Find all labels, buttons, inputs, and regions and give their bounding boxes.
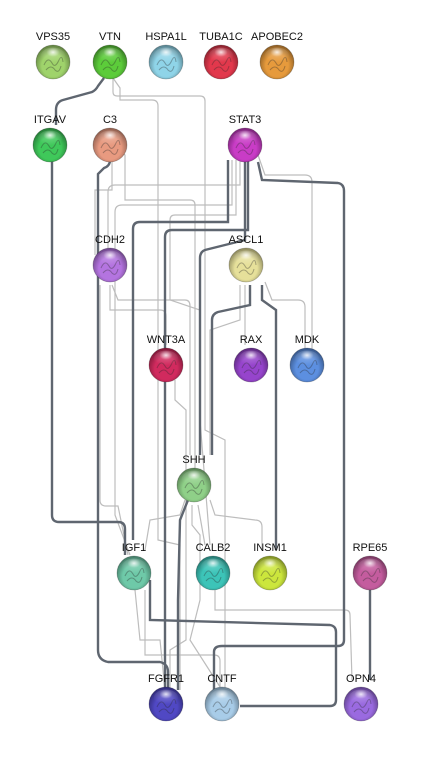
edge-wnt3a-fgfr1	[169, 380, 187, 690]
node-itgav[interactable]: ITGAV	[32, 114, 68, 163]
node-rpe65[interactable]: RPE65	[353, 542, 388, 591]
node-rax[interactable]: RAX	[233, 334, 269, 383]
node-highlight-cntf	[209, 689, 235, 707]
edge-stat3-shh	[198, 160, 247, 455]
node-apobec2[interactable]: APOBEC2	[251, 31, 303, 80]
node-vtn[interactable]: VTN	[92, 31, 128, 80]
node-highlight-wnt3a	[153, 350, 179, 368]
edge-stat3-cdh2	[107, 160, 241, 250]
node-label-opn4: OPN4	[346, 673, 376, 685]
node-highlight-vtn	[97, 47, 123, 65]
node-insm1[interactable]: INSM1	[252, 542, 288, 591]
node-label-cntf: CNTF	[207, 673, 237, 685]
node-label-calb2: CALB2	[196, 542, 231, 554]
node-stat3[interactable]: STAT3	[227, 114, 263, 163]
node-tuba1c[interactable]: TUBA1C	[199, 31, 243, 80]
edge-calb2-opn4	[214, 590, 353, 681]
node-highlight-shh	[181, 470, 207, 488]
node-highlight-vps35	[40, 47, 66, 65]
node-label-hspa1l: HSPA1L	[145, 31, 186, 43]
node-highlight-cdh2	[97, 250, 123, 268]
node-highlight-hspa1l	[153, 47, 179, 65]
node-label-apobec2: APOBEC2	[251, 31, 303, 43]
edge-igf1-fgfr1-a	[134, 589, 166, 691]
edge-vtn-itgav	[54, 77, 105, 125]
node-vps35[interactable]: VPS35	[35, 31, 71, 80]
edge-shh-fgfr1	[176, 499, 190, 690]
edge-ascl1-insm1	[260, 285, 278, 550]
node-label-vps35: VPS35	[36, 31, 70, 43]
edge-ascl1-mdk	[264, 281, 306, 355]
edge-stat3-calb2	[169, 160, 237, 546]
node-shh[interactable]: SHH	[176, 454, 212, 503]
node-label-stat3: STAT3	[229, 114, 262, 126]
node-highlight-apobec2	[264, 47, 290, 65]
node-highlight-ascl1	[233, 250, 259, 268]
edge-ascl1-shh	[209, 285, 241, 455]
node-highlight-opn4	[348, 689, 374, 707]
node-highlight-itgav	[37, 130, 63, 148]
node-highlight-c3	[97, 130, 123, 148]
edge-ascl1-shh-thick	[210, 285, 252, 455]
node-label-cdh2: CDH2	[95, 234, 125, 246]
edge-igf1-calb2	[148, 580, 338, 708]
node-highlight-rpe65	[357, 558, 383, 576]
edge-cdh2-shh	[111, 284, 191, 455]
node-c3[interactable]: C3	[92, 114, 128, 163]
edge-stat3-opn4	[212, 161, 346, 690]
node-label-rpe65: RPE65	[353, 542, 388, 554]
node-label-wnt3a: WNT3A	[147, 334, 186, 346]
edge-c3-shh	[111, 144, 196, 470]
edge-shh-calb2	[197, 504, 206, 546]
node-label-insm1: INSM1	[253, 542, 287, 554]
edges-layer	[50, 77, 372, 708]
edge-shh-insm1	[209, 499, 263, 550]
node-fgfr1[interactable]: FGFR1	[148, 673, 184, 722]
edge-vtn-fgfr1	[112, 77, 181, 690]
node-label-vtn: VTN	[99, 31, 121, 43]
node-hspa1l[interactable]: HSPA1L	[145, 31, 187, 80]
node-label-fgfr1: FGFR1	[148, 673, 184, 685]
node-opn4[interactable]: OPN4	[343, 673, 379, 722]
edge-c3-cdh2	[94, 145, 113, 255]
node-highlight-igf1	[121, 558, 147, 576]
node-mdk[interactable]: MDK	[289, 334, 325, 383]
edge-cdh2-igf1	[99, 285, 129, 556]
node-highlight-insm1	[257, 558, 283, 576]
node-label-ascl1: ASCL1	[229, 234, 264, 246]
node-label-tuba1c: TUBA1C	[199, 31, 242, 43]
edge-stat3-cntf	[163, 160, 250, 707]
node-wnt3a[interactable]: WNT3A	[147, 334, 186, 383]
node-ascl1[interactable]: ASCL1	[229, 234, 264, 283]
edge-stat3-fgfr1	[131, 160, 230, 540]
edge-itgav-fgfr1	[50, 160, 127, 555]
node-cntf[interactable]: CNTF	[204, 673, 240, 722]
node-highlight-tuba1c	[208, 47, 234, 65]
node-highlight-fgfr1	[153, 689, 179, 707]
node-highlight-calb2	[200, 558, 226, 576]
node-label-rax: RAX	[240, 334, 263, 346]
node-label-shh: SHH	[182, 454, 205, 466]
node-calb2[interactable]: CALB2	[196, 542, 231, 591]
node-label-itgav: ITGAV	[34, 114, 67, 126]
node-highlight-rax	[238, 350, 264, 368]
node-highlight-mdk	[294, 350, 320, 368]
node-igf1[interactable]: IGF1	[116, 542, 152, 591]
edge-shh-cntf	[189, 505, 223, 691]
node-label-igf1: IGF1	[122, 542, 146, 554]
edge-vtn-cntf	[112, 78, 226, 690]
node-highlight-stat3	[232, 130, 258, 148]
node-label-mdk: MDK	[295, 334, 320, 346]
node-label-c3: C3	[103, 114, 117, 126]
edge-stat3-igf1	[114, 160, 233, 556]
edge-stat3-mdk	[257, 154, 313, 355]
node-cdh2[interactable]: CDH2	[92, 234, 128, 283]
